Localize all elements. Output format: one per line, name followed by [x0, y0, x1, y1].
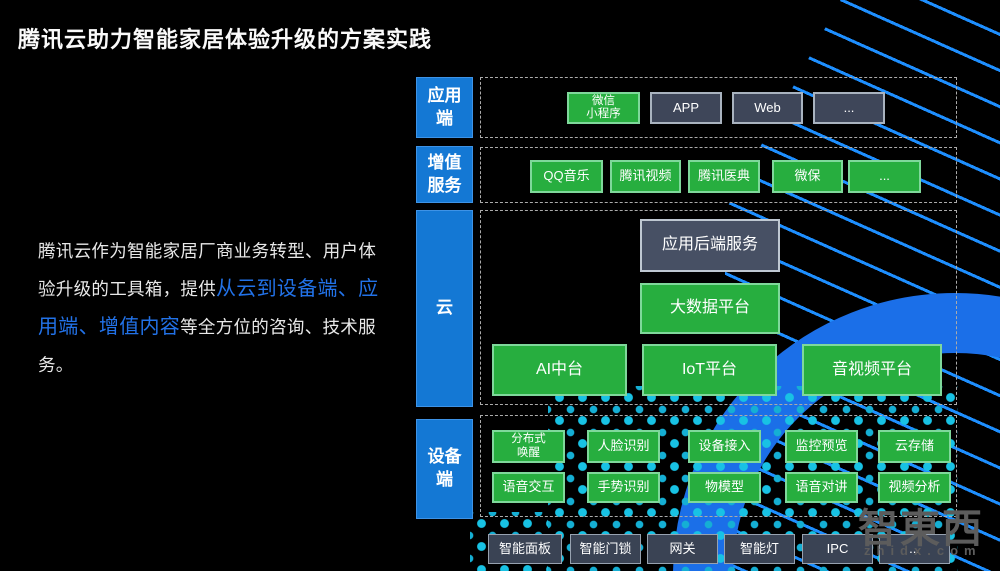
app-item-wechat-miniprogram: 微信 小程序 — [567, 92, 640, 124]
watermark-logo: 智東西 — [858, 507, 984, 551]
terminal-smart-lock: 智能门锁 — [570, 534, 641, 564]
device-item-voice-interaction: 语音交互 — [492, 472, 565, 503]
cloud-av-platform-box: 音视频平台 — [802, 344, 942, 396]
cloud-backend-service-box: 应用后端服务 — [640, 219, 780, 272]
terminal-smart-light: 智能灯 — [724, 534, 795, 564]
layer-container-vas — [480, 147, 957, 203]
app-item-web: Web — [732, 92, 803, 124]
watermark-url: zhidx.com — [864, 543, 982, 558]
device-item-gesture-recognition: 手势识别 — [587, 472, 660, 503]
page-title: 腾讯云助力智能家居体验升级的方案实践 — [18, 27, 433, 52]
device-item-video-analysis: 视频分析 — [878, 472, 951, 503]
vas-item-tencent-yidian: 腾讯医典 — [688, 160, 760, 193]
device-item-voice-intercom: 语音对讲 — [785, 472, 858, 503]
device-item-cloud-storage: 云存储 — [878, 430, 951, 463]
terminal-ipc: IPC — [802, 534, 873, 564]
layer-label-cloud: 云 — [416, 210, 473, 407]
vas-item-tencent-video: 腾讯视频 — [610, 160, 681, 193]
vas-item-qq-music: QQ音乐 — [530, 160, 603, 193]
description-highlight: 从云到设备端、应用端、增值内容 — [38, 277, 379, 338]
terminal-more: ... — [879, 534, 950, 564]
device-item-face-recognition: 人脸识别 — [587, 430, 660, 463]
description-paragraph: 腾讯云作为智能家居厂商业务转型、用户体验升级的工具箱，提供从云到设备端、应用端、… — [38, 232, 390, 384]
cloud-iot-platform-box: IoT平台 — [642, 344, 777, 396]
layer-label-device: 设备 端 — [416, 419, 473, 519]
device-item-device-access: 设备接入 — [688, 430, 761, 463]
layer-label-vas: 增值 服务 — [416, 146, 473, 203]
app-item-app: APP — [650, 92, 722, 124]
layer-container-cloud — [480, 210, 957, 405]
terminal-smart-panel: 智能面板 — [488, 534, 562, 564]
device-item-thing-model: 物模型 — [688, 472, 761, 503]
cloud-bigdata-platform-box: 大数据平台 — [640, 283, 780, 334]
device-item-monitor-preview: 监控预览 — [785, 430, 858, 463]
description-part1: 腾讯云作为智能家居厂商业务转型、用户体验升级的工具箱，提供 — [38, 240, 377, 299]
layer-container-device — [480, 415, 957, 517]
app-item-more: ... — [813, 92, 885, 124]
vas-item-weibao: 微保 — [772, 160, 843, 193]
description-part2: 等全方位的咨询、技术服务。 — [38, 316, 376, 375]
layer-container-app — [480, 77, 957, 138]
cloud-ai-platform-box: AI中台 — [492, 344, 627, 396]
vas-item-more: ... — [848, 160, 921, 193]
device-item-distributed-wakeup: 分布式 唤醒 — [492, 430, 565, 463]
layer-label-app: 应用 端 — [416, 77, 473, 138]
terminal-gateway: 网关 — [647, 534, 718, 564]
